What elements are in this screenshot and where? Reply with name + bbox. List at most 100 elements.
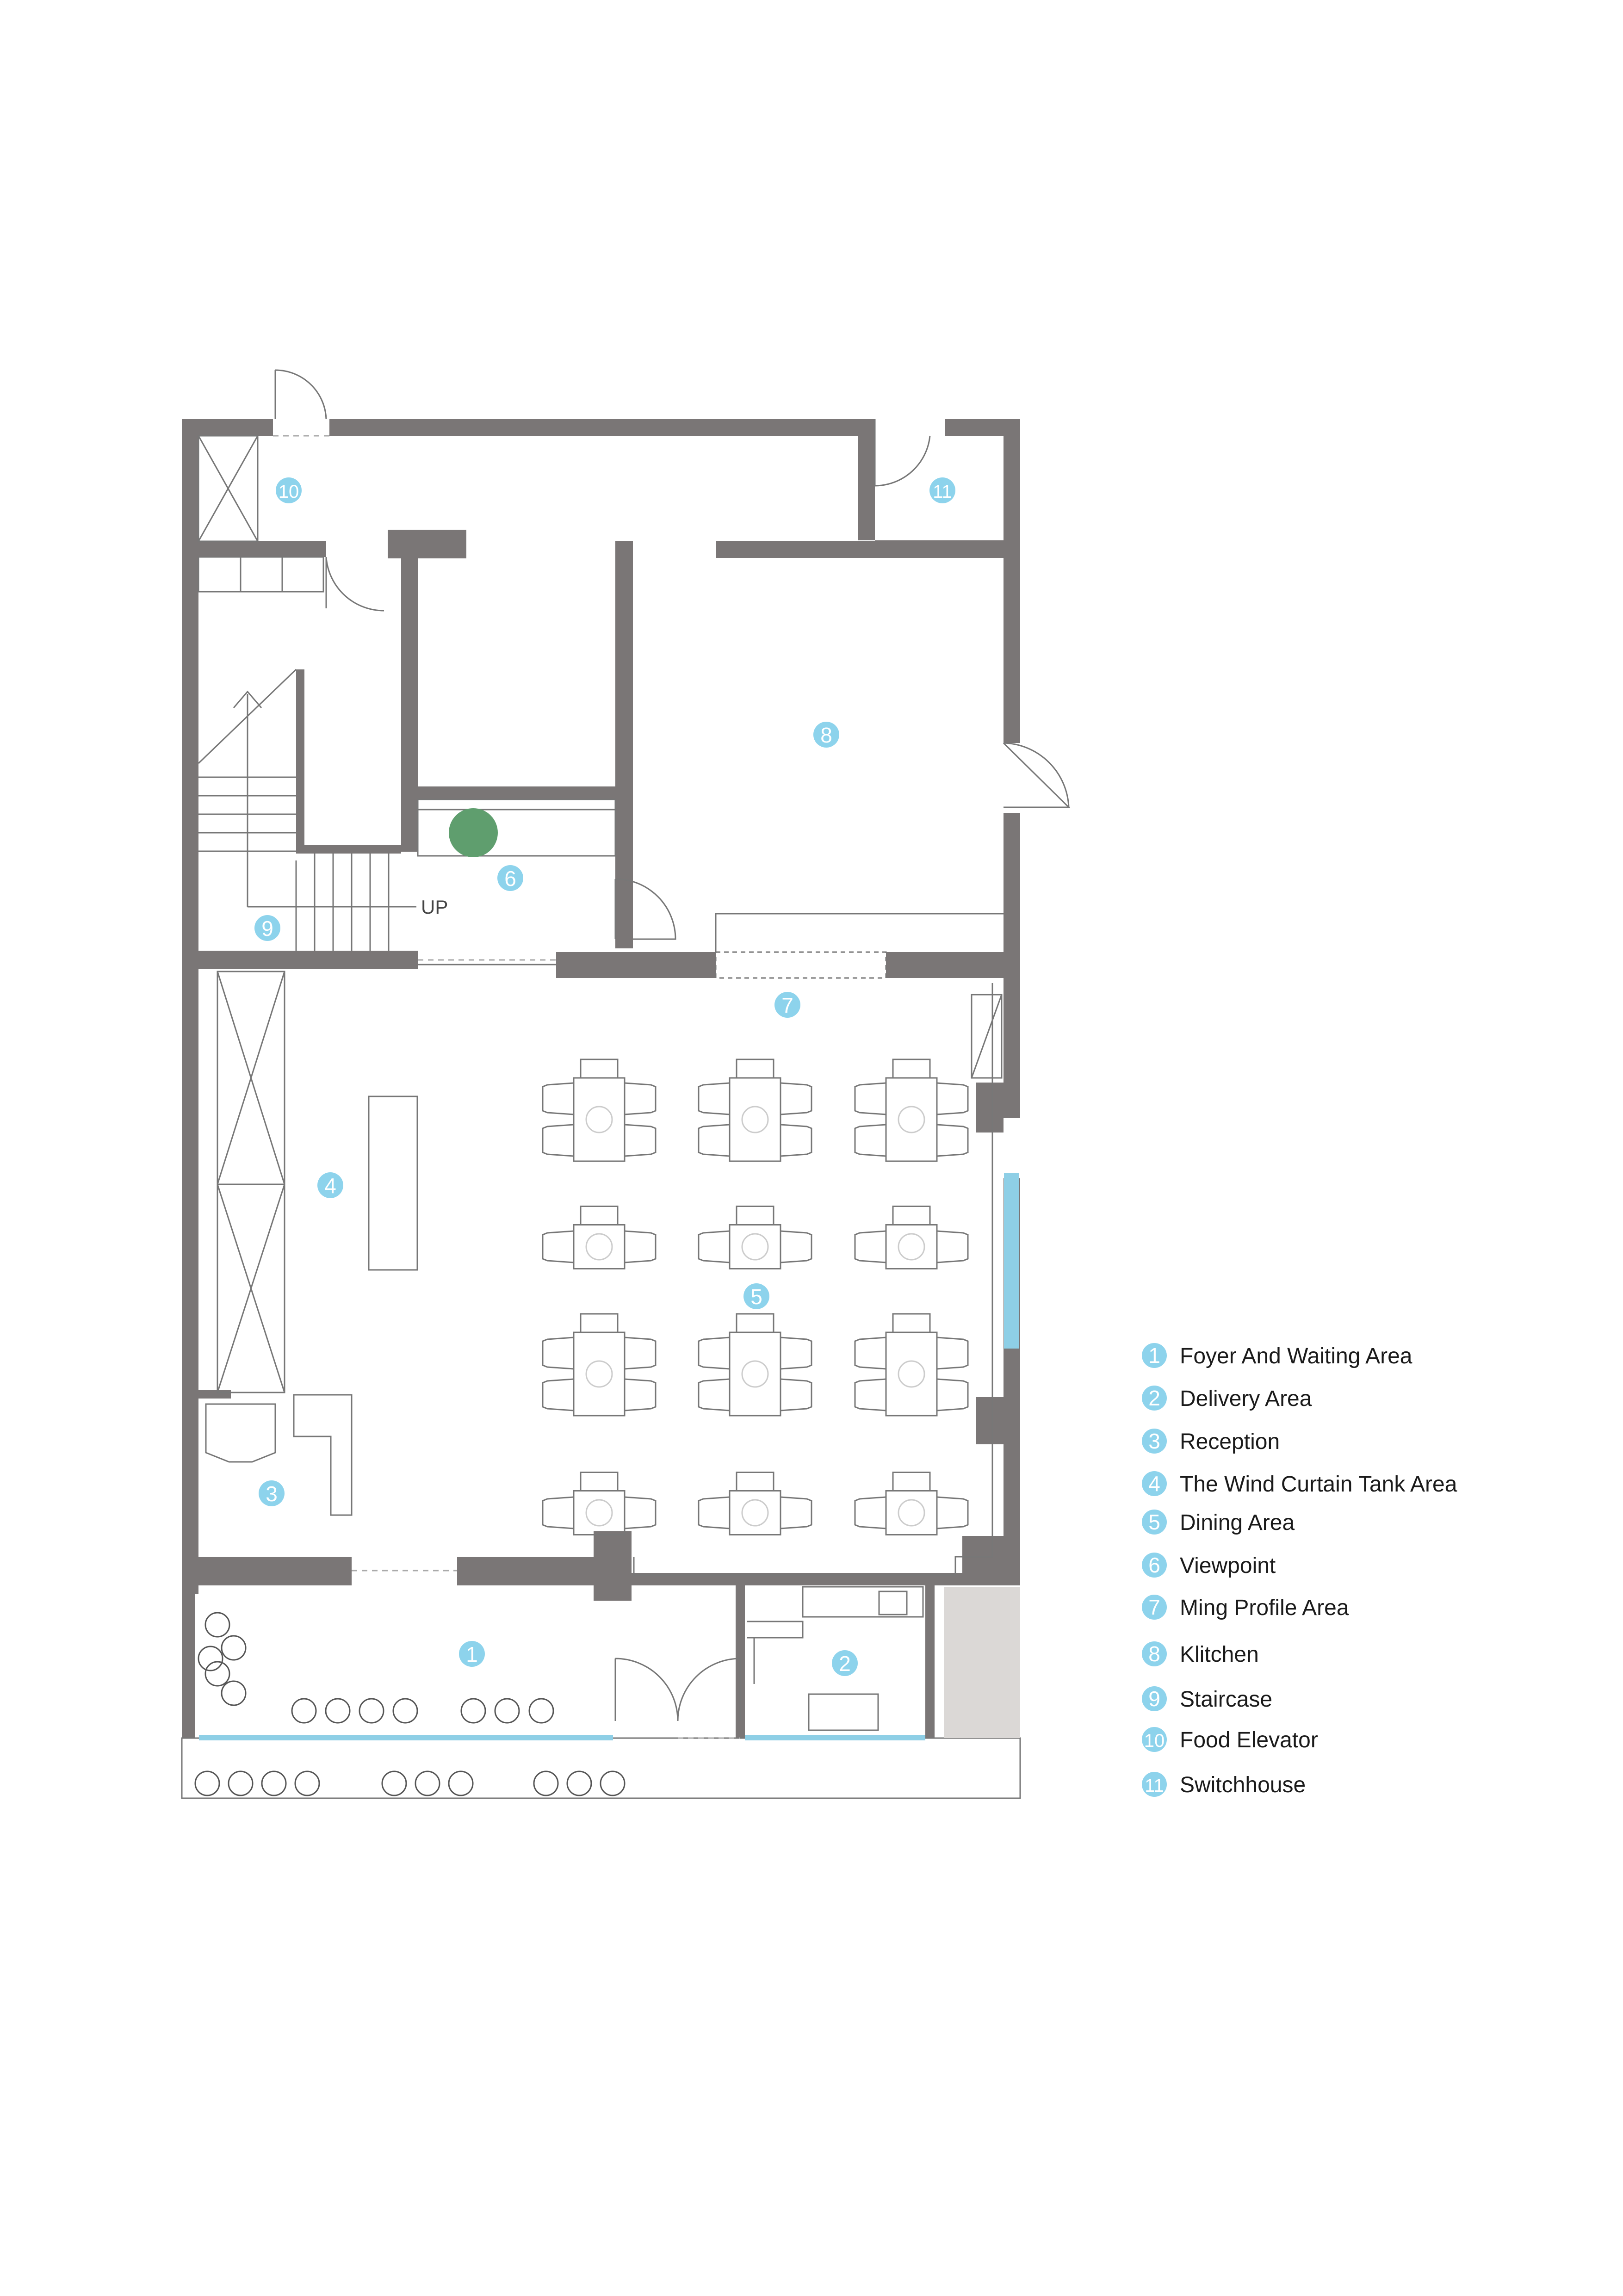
wall-foyer-left <box>182 1585 195 1738</box>
stool-20 <box>533 1770 559 1796</box>
wall-outer-left-upper <box>182 419 198 1594</box>
legend-marker <box>1142 1343 1167 1368</box>
door-viewpoint <box>614 878 676 940</box>
legend-item-4: 4 The Wind Curtain Tank Area <box>1142 1471 1457 1497</box>
door-switchhouse <box>874 419 931 487</box>
legend-marker <box>1142 1553 1167 1578</box>
dining-table-2-2 <box>698 1206 812 1269</box>
legend-marker <box>1142 1595 1167 1620</box>
legend-number: 6 <box>1148 1553 1160 1577</box>
wall-kitchen-top <box>716 541 1004 558</box>
room-marker-8: 8 <box>813 722 839 748</box>
stair-treads <box>198 795 390 951</box>
svg-text:7: 7 <box>781 993 793 1017</box>
wall-front-column <box>594 1531 632 1601</box>
legend-label: Food Elevator <box>1180 1728 1318 1752</box>
legend-marker <box>1142 1772 1167 1797</box>
room-marker-2: 2 <box>832 1650 858 1676</box>
wall-kitchen-left <box>615 541 633 948</box>
wall-viewpoint-top <box>401 786 615 799</box>
wall-elevator-bottom <box>182 541 326 557</box>
service-shaft-shade <box>944 1587 1020 1738</box>
svg-text:9: 9 <box>261 916 273 941</box>
room-marker-5: 5 <box>743 1283 769 1309</box>
svg-text:3: 3 <box>266 1482 278 1506</box>
room-markers: 1 2 3 4 5 6 7 8 9 10 11 <box>254 477 955 1676</box>
svg-text:6: 6 <box>504 866 516 891</box>
stool-19 <box>448 1770 474 1796</box>
storage-cabinets <box>198 556 324 593</box>
foyer-stools <box>194 1612 626 1796</box>
tank-cross <box>217 971 285 1185</box>
dining-tables <box>542 1058 969 1535</box>
planter-box <box>417 798 616 857</box>
dining-table-3-2 <box>698 1313 812 1417</box>
stool-16 <box>294 1770 320 1796</box>
wall-outer-right-upper <box>1004 419 1020 743</box>
dining-table-2-1 <box>542 1206 657 1269</box>
wall-front-left <box>182 1557 352 1585</box>
legend-number: 11 <box>1145 1776 1164 1796</box>
legend-item-9: 9 Staircase <box>1142 1686 1272 1712</box>
legend-number: 10 <box>1144 1731 1165 1751</box>
room-marker-4: 4 <box>317 1172 343 1198</box>
delivery-table <box>808 1693 879 1731</box>
legend-label: Dining Area <box>1180 1510 1295 1535</box>
stool-6 <box>291 1698 317 1724</box>
dining-table-2-3 <box>854 1206 969 1269</box>
dining-table-1-1 <box>542 1058 657 1162</box>
wall-dining-top-mid <box>556 952 716 978</box>
stool-14 <box>228 1770 254 1796</box>
dining-table-1-3 <box>854 1058 969 1162</box>
legend-number: 2 <box>1148 1386 1160 1410</box>
door-corridor <box>325 557 384 612</box>
room-marker-9: 9 <box>254 915 280 941</box>
stool-22 <box>600 1770 626 1796</box>
wall-viewpoint-left <box>401 558 418 852</box>
legend-item-10: 10 Food Elevator <box>1142 1727 1318 1752</box>
legend-marker <box>1142 1429 1167 1454</box>
wall-dining-top-left <box>182 951 418 969</box>
wall-pilaster-2 <box>976 1397 1004 1444</box>
legend-item-8: 8 Klitchen <box>1142 1641 1259 1667</box>
legend-number: 9 <box>1148 1687 1160 1711</box>
door-threshold-dashes <box>273 435 740 1739</box>
wall-stair-core-bottom <box>296 845 401 854</box>
stool-7 <box>325 1698 351 1724</box>
room-marker-7: 7 <box>774 992 800 1018</box>
legend-number: 4 <box>1148 1472 1160 1496</box>
svg-text:1: 1 <box>466 1642 478 1666</box>
legend-label: Staircase <box>1180 1687 1272 1712</box>
wall-delivery-right <box>925 1585 935 1738</box>
legend-marker <box>1142 1727 1167 1752</box>
stool-13 <box>194 1770 220 1796</box>
stool-5 <box>198 1646 223 1671</box>
wall-stair-core-left <box>296 669 304 854</box>
legend-label: Switchhouse <box>1180 1773 1306 1797</box>
stair-up-arrow <box>233 690 416 908</box>
legend-marker <box>1142 1641 1167 1666</box>
legend-item-2: 2 Delivery Area <box>1142 1386 1312 1411</box>
dining-table-4-2 <box>698 1472 812 1535</box>
stool-18 <box>415 1770 440 1796</box>
legend-label: The Wind Curtain Tank Area <box>1180 1472 1457 1497</box>
reception-counter <box>205 1403 276 1463</box>
svg-text:11: 11 <box>933 482 952 502</box>
plant-icon <box>449 808 498 857</box>
stool-1 <box>204 1612 230 1638</box>
legend-marker <box>1142 1510 1167 1535</box>
legend-label: Foyer And Waiting Area <box>1180 1344 1412 1368</box>
legend-label: Delivery Area <box>1180 1386 1312 1411</box>
dining-table-3-3 <box>854 1313 969 1417</box>
dining-table-4-1 <box>542 1472 657 1535</box>
stool-4 <box>221 1680 247 1706</box>
stool-21 <box>566 1770 592 1796</box>
room-marker-11: 11 <box>929 477 955 503</box>
legend-label: Reception <box>1180 1430 1280 1454</box>
reception-desk <box>293 1394 353 1516</box>
